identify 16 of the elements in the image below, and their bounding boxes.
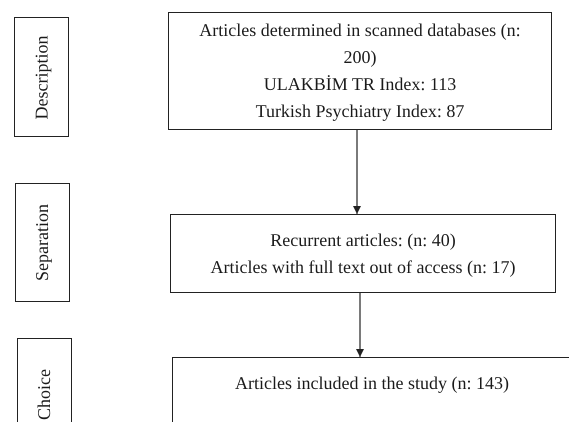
box-text: Articles included in the study (n: 143) bbox=[235, 372, 509, 395]
stage-label-box bbox=[14, 17, 69, 137]
box-text: Turkish Psychiatry Index: 87 bbox=[256, 100, 464, 123]
stage-label: Separation bbox=[31, 204, 53, 281]
arrow bbox=[356, 293, 364, 357]
box-text: Articles with full text out of access (n: 17) bbox=[210, 256, 516, 279]
process-box bbox=[168, 12, 552, 130]
box-text: ULAKBİM TR Index: 113 bbox=[264, 73, 456, 96]
stage-label: Choice bbox=[33, 369, 55, 420]
arrow bbox=[353, 130, 361, 214]
box-text: Articles determined in scanned databases (n: 200) bbox=[198, 19, 522, 69]
box-text: Recurrent articles: (n: 40) bbox=[270, 228, 456, 252]
stage-label-box bbox=[17, 338, 72, 422]
process-box bbox=[170, 214, 556, 293]
stage-label-box bbox=[15, 183, 70, 302]
stage-label: Description bbox=[30, 35, 52, 119]
